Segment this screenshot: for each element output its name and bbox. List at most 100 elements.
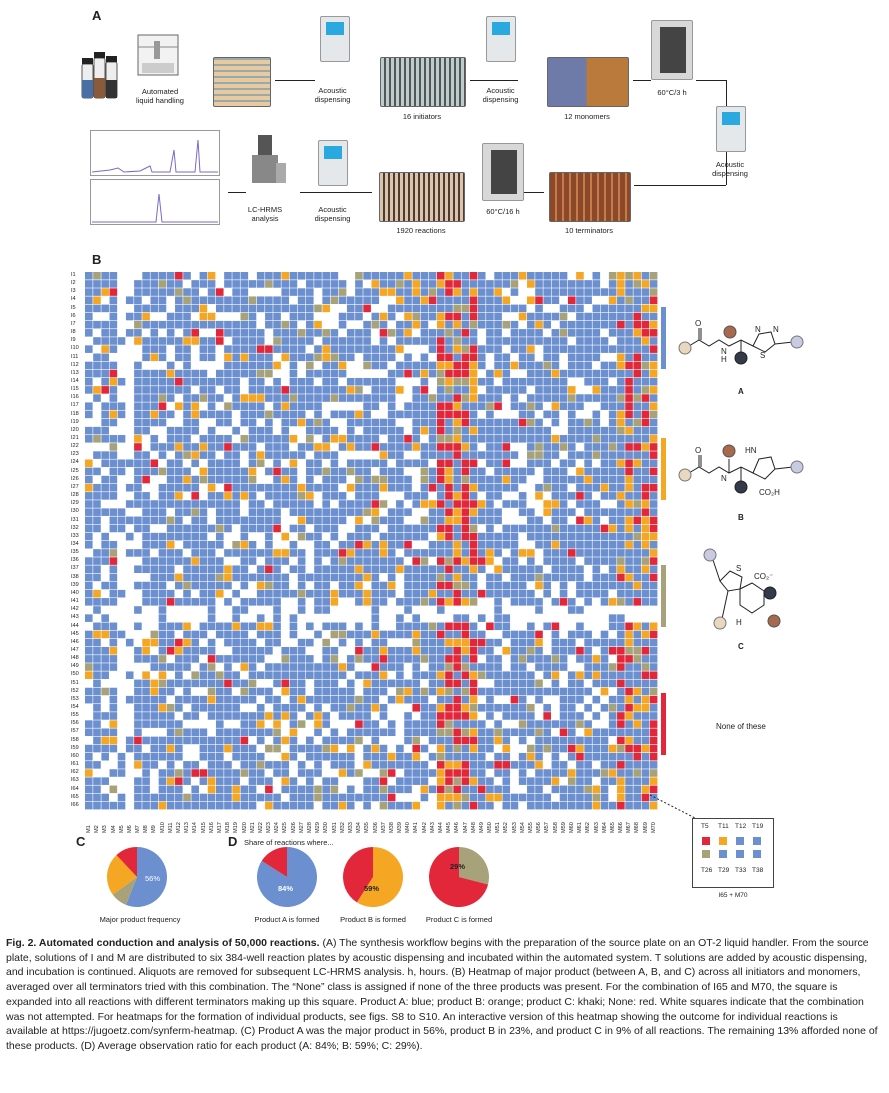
heatmap-cell (625, 589, 633, 598)
heatmap-cell (477, 475, 486, 484)
heatmap-cell (535, 549, 543, 557)
heatmap-cell (494, 467, 502, 476)
heatmap-cell (608, 312, 617, 321)
heatmap-cell (412, 296, 421, 304)
heatmap-cell (396, 549, 404, 557)
heatmap-cell (584, 663, 592, 671)
heatmap-cell (592, 361, 601, 370)
heatmap-cell (518, 638, 527, 647)
heatmap-cell (215, 541, 224, 549)
heatmap-cell (535, 777, 543, 785)
heatmap-cell (297, 801, 306, 810)
heatmap-cell (117, 785, 126, 794)
heatmap-cell (158, 451, 167, 459)
heatmap-cell (428, 410, 437, 419)
heatmap-cell (191, 720, 199, 728)
heatmap-cell (453, 329, 461, 337)
heatmap-cell (551, 402, 560, 410)
heatmap-cell (379, 418, 388, 427)
heatmap-cell (338, 410, 347, 419)
heatmap-cell (576, 500, 584, 508)
heatmap-cell (93, 695, 101, 704)
heatmap-cell (306, 704, 314, 712)
heatmap-cell (158, 769, 167, 777)
heatmap-cell (641, 704, 650, 712)
heatmap-cell (551, 541, 560, 549)
heatmap-cell (477, 402, 486, 410)
heatmap-cell (109, 320, 118, 329)
heatmap-cell (256, 655, 265, 663)
heatmap-cell (191, 304, 199, 313)
heatmap-cell (314, 573, 322, 582)
heatmap-cell (543, 500, 551, 508)
heatmap-cell (428, 435, 437, 443)
heatmap-cell (502, 655, 511, 663)
heatmap-cell (494, 280, 502, 288)
heatmap-cell (346, 638, 355, 647)
heatmap-cell (551, 296, 560, 304)
column-label: M67 (626, 822, 633, 833)
heatmap-cell (412, 752, 421, 761)
heatmap-cell (175, 353, 183, 362)
heatmap-cell (371, 565, 380, 573)
heatmap-cell (355, 712, 363, 720)
heatmap-cell (322, 785, 330, 794)
heatmap-cell (371, 720, 380, 728)
heatmap-cell (559, 312, 568, 321)
row-label: I5 (71, 304, 76, 311)
heatmap-cell (518, 589, 527, 598)
heatmap-cell (551, 304, 560, 313)
heatmap-cell (641, 581, 650, 590)
heatmap-cell (625, 598, 633, 606)
heatmap-cell (158, 720, 167, 728)
heatmap-cell (469, 418, 478, 427)
heatmap-cell (125, 524, 134, 533)
heatmap-cell (641, 565, 650, 573)
heatmap-cell (469, 752, 478, 761)
heatmap-cell (510, 280, 519, 288)
heatmap-cell (477, 777, 486, 785)
heatmap-cell (183, 671, 191, 679)
heatmap-cell (584, 687, 592, 696)
heatmap-cell (445, 761, 453, 769)
heatmap-cell (567, 712, 576, 720)
heatmap-cell (379, 695, 388, 704)
heatmap-cell (207, 394, 216, 402)
heatmap-cell (166, 589, 175, 598)
heatmap-cell (150, 557, 159, 565)
heatmap-cell (306, 467, 314, 476)
heatmap-cell (248, 418, 257, 427)
heatmap-cell (559, 720, 568, 728)
heatmap-cell (85, 679, 93, 688)
heatmap-cell (207, 288, 216, 296)
heatmap-cell (158, 500, 167, 508)
heatmap-cell (191, 516, 199, 525)
heatmap-cell (297, 272, 306, 280)
heatmap-cell (240, 630, 249, 639)
heatmap-cell (101, 329, 109, 337)
row-label: I13 (71, 369, 79, 376)
heatmap-cell (346, 728, 355, 737)
heatmap-cell (142, 614, 150, 622)
heatmap-cell (256, 695, 265, 704)
heatmap-cell (142, 801, 150, 810)
heatmap-cell (273, 435, 281, 443)
heatmap-cell (248, 581, 257, 590)
heatmap-cell (436, 524, 445, 533)
heatmap-cell (617, 304, 625, 313)
heatmap-cell (600, 541, 609, 549)
heatmap-cell (477, 671, 486, 679)
heatmap-cell (584, 671, 592, 679)
heatmap-cell (101, 459, 109, 468)
heatmap-cell (461, 361, 470, 370)
heatmap-cell (314, 761, 322, 769)
heatmap-cell (134, 435, 142, 443)
heatmap-cell (404, 467, 412, 476)
heatmap-cell (535, 752, 543, 761)
heatmap-cell (215, 451, 224, 459)
heatmap-cell (428, 443, 437, 451)
heatmap-cell (592, 663, 601, 671)
heatmap-cell (371, 508, 380, 516)
heatmap-cell (330, 418, 339, 427)
heatmap-cell (215, 598, 224, 606)
